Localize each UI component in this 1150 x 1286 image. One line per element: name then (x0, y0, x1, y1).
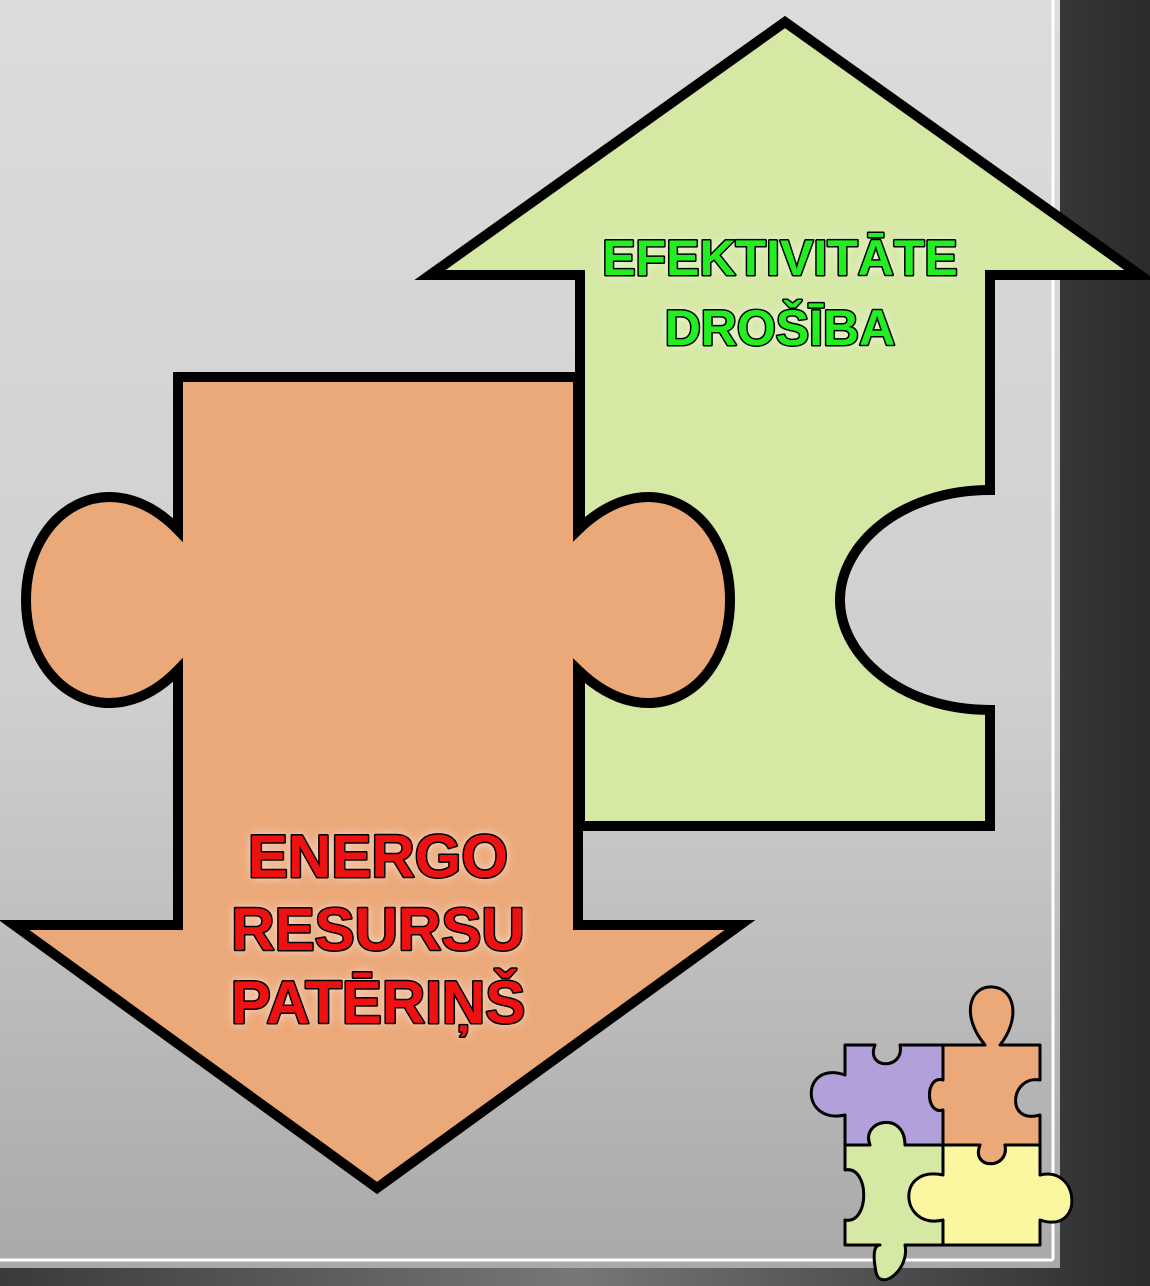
down-arrow-shape (0, 372, 756, 1195)
puzzle-piece-orange (928, 985, 1042, 1166)
up-label-glow-1: EFEKTIVITĀTE (602, 230, 958, 286)
up-arrow-label: EFEKTIVITĀTE DROŠĪBA EFEKTIVITĀTE DROŠĪB… (601, 229, 960, 358)
down-label-glow-3: PATĒRIŅŠ (231, 969, 525, 1036)
down-label-glow-2: RESURSU (231, 896, 524, 963)
down-label-glow-1: ENERGO (248, 823, 508, 890)
up-label-line-1: EFEKTIVITĀTE (602, 230, 958, 286)
down-label-line-2: RESURSU (231, 896, 524, 963)
down-arrow-label: ENERGO RESURSU PATĒRIŅŠ ENERGO RESURSU P… (229, 822, 526, 1038)
puzzle-piece-yellow (907, 1143, 1074, 1247)
down-label-line-3: PATĒRIŅŠ (231, 969, 525, 1036)
up-label-glow-2: DROŠĪBA (665, 299, 896, 356)
up-label-line-2: DROŠĪBA (665, 299, 896, 356)
puzzle-icon (809, 985, 1074, 1282)
down-label-line-1: ENERGO (248, 823, 508, 890)
puzzle-piece-purple (809, 1043, 945, 1147)
